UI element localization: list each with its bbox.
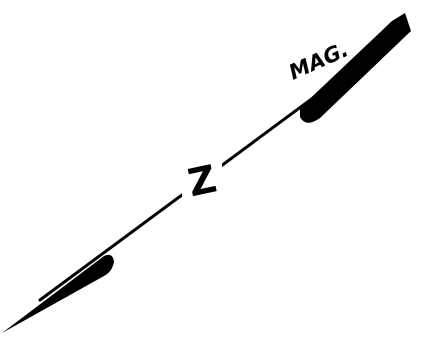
magnetic-bar	[300, 13, 411, 123]
shaft-gap	[182, 160, 222, 200]
arrow-tip	[2, 254, 114, 333]
